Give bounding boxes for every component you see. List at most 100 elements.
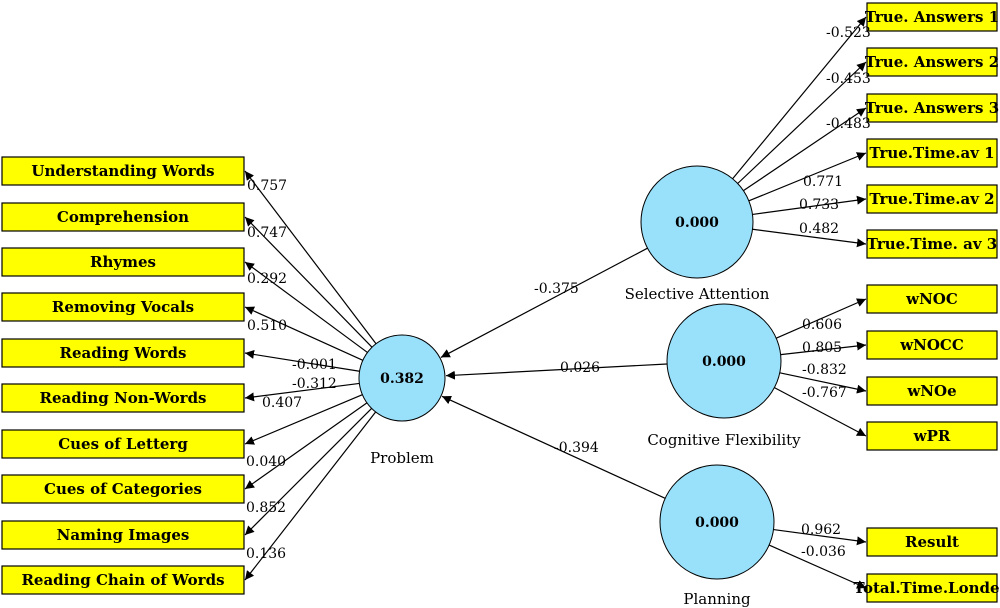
cognitive-flexibility-indicator-wnoe-coef: -0.832 <box>802 362 847 378</box>
planning-indicator-result: Result <box>866 527 998 557</box>
problem-caption: Problem <box>370 449 434 467</box>
problem-circle <box>358 334 446 422</box>
problem-indicator-cues-of-categories-edge <box>244 402 368 490</box>
problem-indicator-cues-of-letterg-coef: 0.407 <box>262 395 302 411</box>
selective-attention-indicator-true-answers-3-edge <box>743 107 867 192</box>
planning-r-squared: 0.000 <box>695 515 739 531</box>
selective-attention-indicator-true-time-av-2: True.Time.av 2 <box>866 184 998 214</box>
cognitive-flexibility-indicator-wnoe-box <box>866 376 998 406</box>
problem-indicator-naming-images-edge <box>244 407 373 536</box>
cognitive-flexibility-indicator-wnocc-coef: 0.805 <box>802 340 842 356</box>
problem-indicator-reading-chain-of-words-box <box>1 565 245 595</box>
problem-indicator-rhymes: Rhymes <box>1 247 245 277</box>
selective-attention-indicator-true-answers-1-label: True. Answers 1 <box>865 8 999 26</box>
problem-indicator-cues-of-categories-coef: 0.040 <box>246 454 286 470</box>
planning-indicator-total-time-londen-box <box>866 573 998 603</box>
problem-indicator-naming-images-box <box>1 520 245 550</box>
problem-indicator-naming-images: Naming Images <box>1 520 245 550</box>
problem-indicator-reading-non-words-edge <box>244 382 360 402</box>
cognitive-flexibility-indicator-wpr-coef: -0.767 <box>802 385 847 401</box>
problem-indicator-removing-vocals-box <box>1 292 245 322</box>
problem-indicator-reading-chain-of-words-label: Reading Chain of Words <box>21 571 224 589</box>
cognitive-flexibility-indicator-wpr-edge <box>774 387 867 437</box>
planning-indicator-total-time-londen-edge <box>768 544 867 589</box>
problem-indicator-rhymes-label: Rhymes <box>90 253 156 271</box>
selective-attention-indicator-true-time-av-1-box <box>866 138 998 168</box>
problem-indicator-removing-vocals: Removing Vocals <box>1 292 245 322</box>
planning-indicator-result-coef: 0.962 <box>801 522 841 538</box>
edges-layer <box>244 16 867 589</box>
problem-r-squared: 0.382 <box>380 371 424 387</box>
selective-attention-indicator-true-time-av-1: True.Time.av 1 <box>866 138 998 168</box>
problem-indicator-rhymes-edge <box>244 261 368 353</box>
problem-indicator-cues-of-letterg: Cues of Letterg <box>1 429 245 459</box>
problem-indicator-naming-images-coef: 0.852 <box>246 500 286 516</box>
selective-attention-indicator-true-time-av-2-edge <box>752 195 867 216</box>
cognitive-flexibility-indicator-wnoe-edge <box>779 372 867 394</box>
selective-attention-indicator-true-answers-1-box <box>866 2 998 32</box>
problem-indicator-understanding-words-edge <box>244 170 377 345</box>
selective-attention-indicator-true-time-av-3-label: True.Time. av 3 <box>867 235 997 253</box>
problem-indicator-reading-non-words-coef: -0.312 <box>292 376 337 392</box>
cognitive-flexibility-indicator-wnoc-coef: 0.606 <box>802 317 842 333</box>
selective-attention-indicator-true-time-av-3: True.Time. av 3 <box>866 229 998 259</box>
problem-indicator-understanding-words-coef: 0.757 <box>247 178 287 194</box>
selective-attention-indicator-true-time-av-3-coef: 0.482 <box>799 221 839 237</box>
selective-attention-indicator-true-answers-2-coef: -0.453 <box>826 71 871 87</box>
planning-indicator-total-time-londen-coef: -0.036 <box>801 544 846 560</box>
problem-indicator-comprehension-coef: 0.747 <box>247 225 287 241</box>
problem-indicator-reading-words-coef: -0.001 <box>292 357 337 373</box>
problem-indicator-rhymes-coef: 0.292 <box>247 271 287 287</box>
problem-indicator-cues-of-letterg-edge <box>244 394 363 445</box>
planning-to-problem-path <box>441 395 666 499</box>
cognitive-flexibility-indicator-wpr-box <box>866 421 998 451</box>
selective-attention-indicator-true-answers-3: True. Answers 3 <box>865 93 999 123</box>
selective-attention-to-problem-coef: -0.375 <box>534 281 579 297</box>
selective-attention-circle <box>640 165 754 279</box>
selective-attention-indicator-true-time-av-2-box <box>866 184 998 214</box>
cognitive-flexibility-indicator-wnocc-label: wNOCC <box>899 336 964 354</box>
selective-attention-indicator-true-answers-2-edge <box>737 61 867 184</box>
cognitive-flexibility-indicator-wpr: wPR <box>866 421 998 451</box>
selective-attention-indicator-true-time-av-3-edge <box>752 228 867 248</box>
problem-indicator-cues-of-categories-label: Cues of Categories <box>44 480 202 498</box>
selective-attention-indicator-true-answers-3-box <box>866 93 998 123</box>
problem-indicator-comprehension-edge <box>244 216 373 348</box>
planning-indicator-total-time-londen-label: Total.Time.Londen <box>854 579 1000 597</box>
cognitive-flexibility-indicator-wnoc: wNOC <box>866 284 998 314</box>
problem-indicator-comprehension: Comprehension <box>1 202 245 232</box>
cognitive-flexibility-indicator-wnocc-box <box>866 330 998 360</box>
selective-attention-indicator-true-time-av-1-coef: 0.771 <box>803 174 843 190</box>
selective-attention-to-problem-path <box>440 247 648 358</box>
cognitive-flexibility-indicator-wnocc: wNOCC <box>866 330 998 360</box>
problem-indicator-rhymes-box <box>1 247 245 277</box>
problem-indicator-reading-non-words-label: Reading Non-Words <box>39 389 206 407</box>
selective-attention-indicator-true-time-av-2-label: True.Time.av 2 <box>869 190 994 208</box>
selective-attention-indicator-true-time-av-3-box <box>866 229 998 259</box>
problem-indicator-cues-of-categories: Cues of Categories <box>1 474 245 504</box>
cognitive-flexibility-indicator-wnoe-label: wNOe <box>906 382 956 400</box>
problem-indicator-reading-words-edge <box>244 349 360 372</box>
problem-indicator-comprehension-label: Comprehension <box>57 208 189 226</box>
coefficients-layer: 0.7570.7470.2920.510-0.001-0.3120.4070.0… <box>246 25 871 562</box>
cognitive-flexibility-indicator-wnoe: wNOe <box>866 376 998 406</box>
cognitive-flexibility-indicator-wnoc-label: wNOC <box>905 290 958 308</box>
problem-indicator-naming-images-label: Naming Images <box>57 526 190 544</box>
cognitive-flexibility-indicator-wnoc-box <box>866 284 998 314</box>
selective-attention-indicator-true-answers-2-label: True. Answers 2 <box>865 53 999 71</box>
problem-indicator-removing-vocals-edge <box>244 306 364 361</box>
problem-indicator-understanding-words-label: Understanding Words <box>31 162 214 180</box>
selective-attention-indicator-true-answers-1: True. Answers 1 <box>865 2 999 32</box>
planning-indicator-total-time-londen: Total.Time.Londen <box>854 573 1000 603</box>
selective-attention-indicator-true-answers-3-label: True. Answers 3 <box>865 99 999 117</box>
selective-attention-caption: Selective Attention <box>625 285 770 303</box>
problem-indicator-reading-words-box <box>1 338 245 368</box>
selective-attention-indicator-true-answers-2-box <box>866 47 998 77</box>
problem-indicator-reading-words: Reading Words <box>1 338 245 368</box>
cognitive-flexibility-r-squared: 0.000 <box>702 354 746 370</box>
